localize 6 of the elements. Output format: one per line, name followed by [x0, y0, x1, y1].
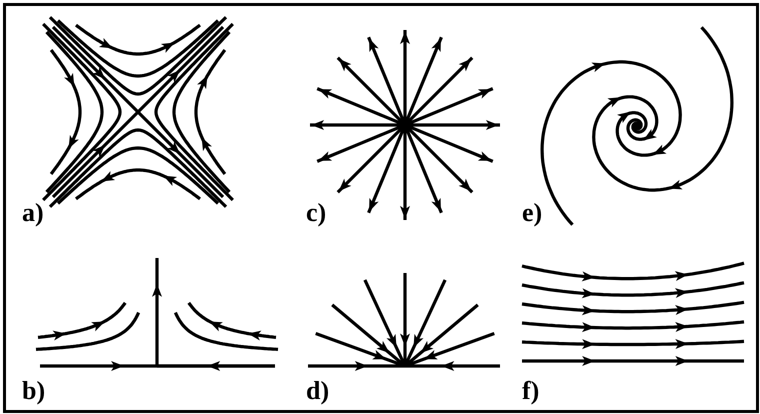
panel-letter: e)	[522, 200, 542, 226]
panel-letter: d)	[306, 378, 330, 404]
panel-letter: f)	[522, 378, 540, 404]
panel-letter: a)	[22, 200, 44, 226]
panel-letter: b)	[22, 378, 46, 404]
panel-letter: c)	[306, 200, 326, 226]
